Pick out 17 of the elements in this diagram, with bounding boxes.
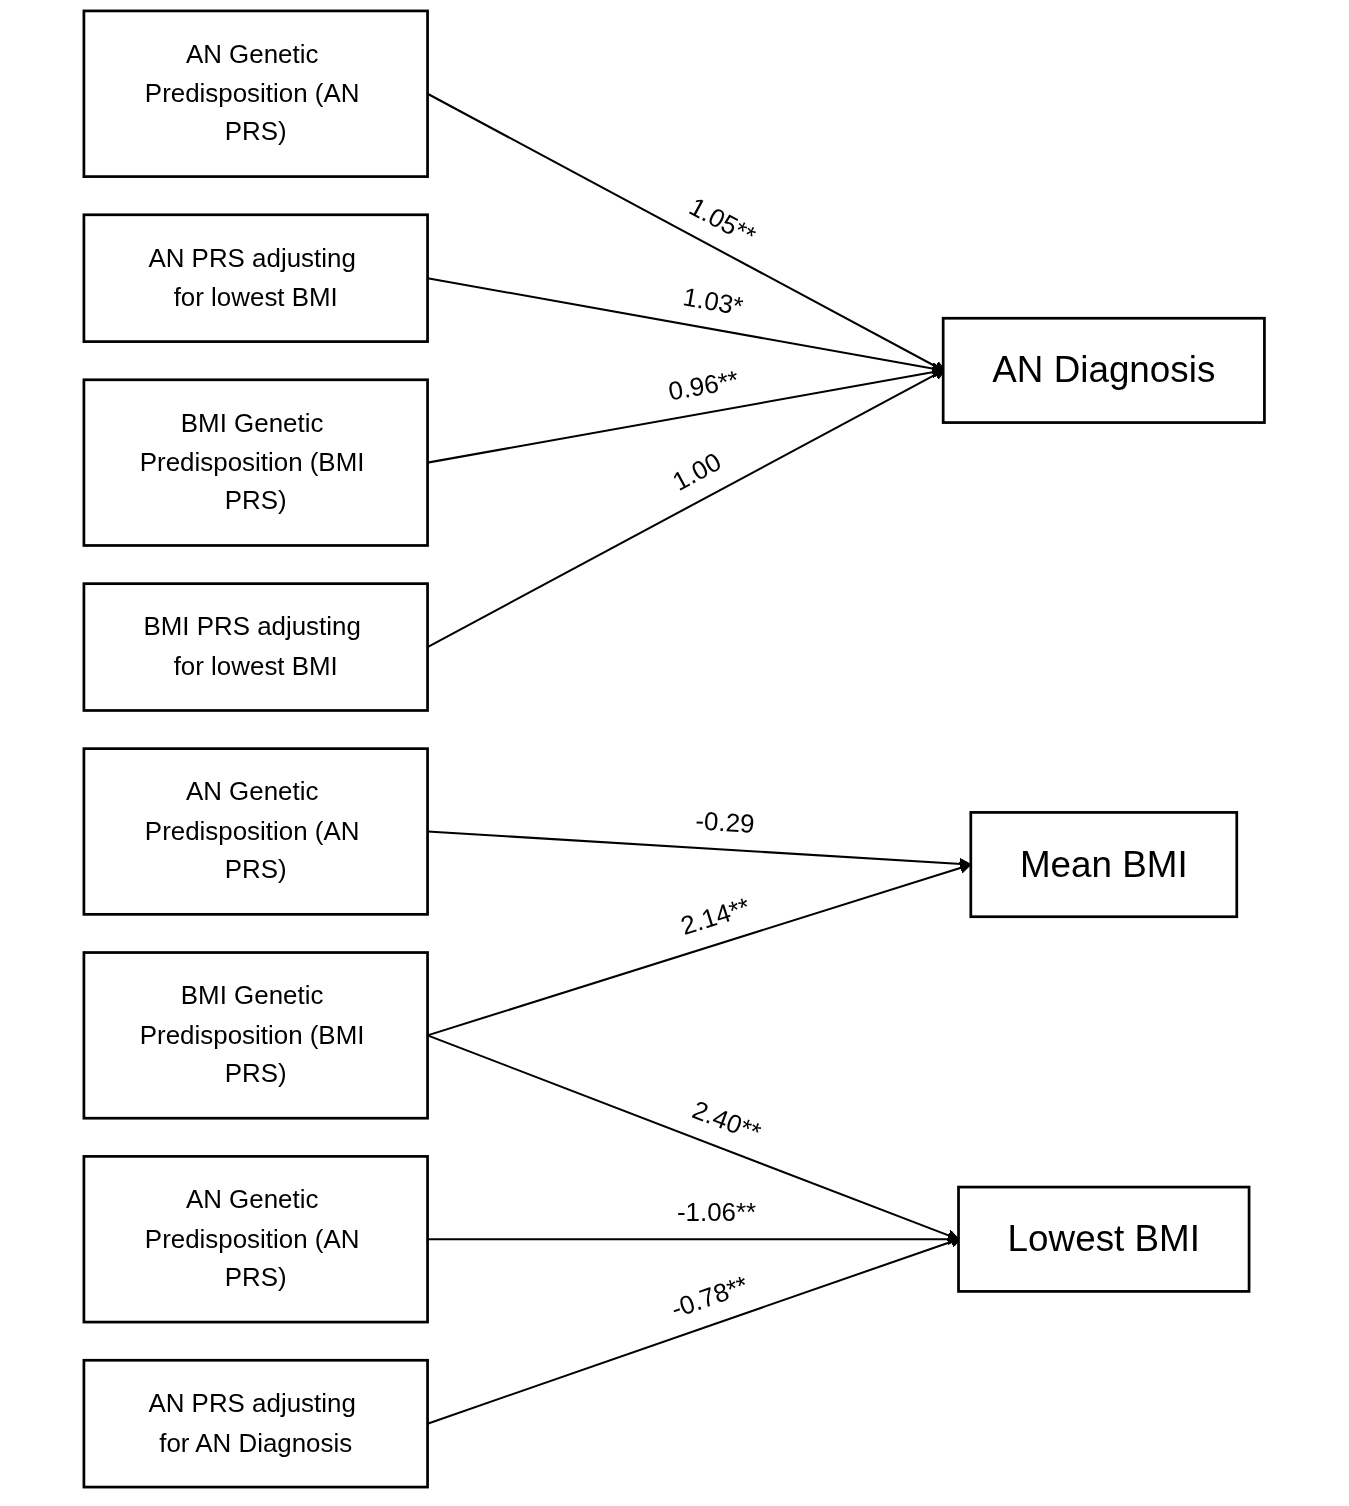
process-box: AN Diagnosis xyxy=(942,316,1267,424)
edge-label: 0.96** xyxy=(666,365,742,406)
process-box: Lowest BMI xyxy=(957,1185,1251,1293)
edge-label: 2.40** xyxy=(688,1095,766,1148)
process-box: BMI Genetic Predisposition (BMI PRS) xyxy=(82,378,430,547)
process-box: Mean BMI xyxy=(969,811,1239,919)
edge-label: 1.03* xyxy=(681,282,746,321)
process-box: BMI Genetic Predisposition (BMI PRS) xyxy=(82,951,430,1120)
edge-label: -1.06** xyxy=(677,1197,757,1227)
process-box: AN Genetic Predisposition (AN PRS) xyxy=(82,9,430,178)
arrow xyxy=(427,862,972,1037)
edge-label: -0.29 xyxy=(695,806,756,839)
process-box: AN Genetic Predisposition (AN PRS) xyxy=(82,1155,430,1324)
process-box: BMI PRS adjusting for lowest BMI xyxy=(82,582,430,712)
process-box: AN PRS adjusting for AN Diagnosis xyxy=(82,1358,430,1489)
process-box: AN Genetic Predisposition (AN PRS) xyxy=(82,747,430,916)
process-box: AN PRS adjusting for lowest BMI xyxy=(82,213,430,343)
